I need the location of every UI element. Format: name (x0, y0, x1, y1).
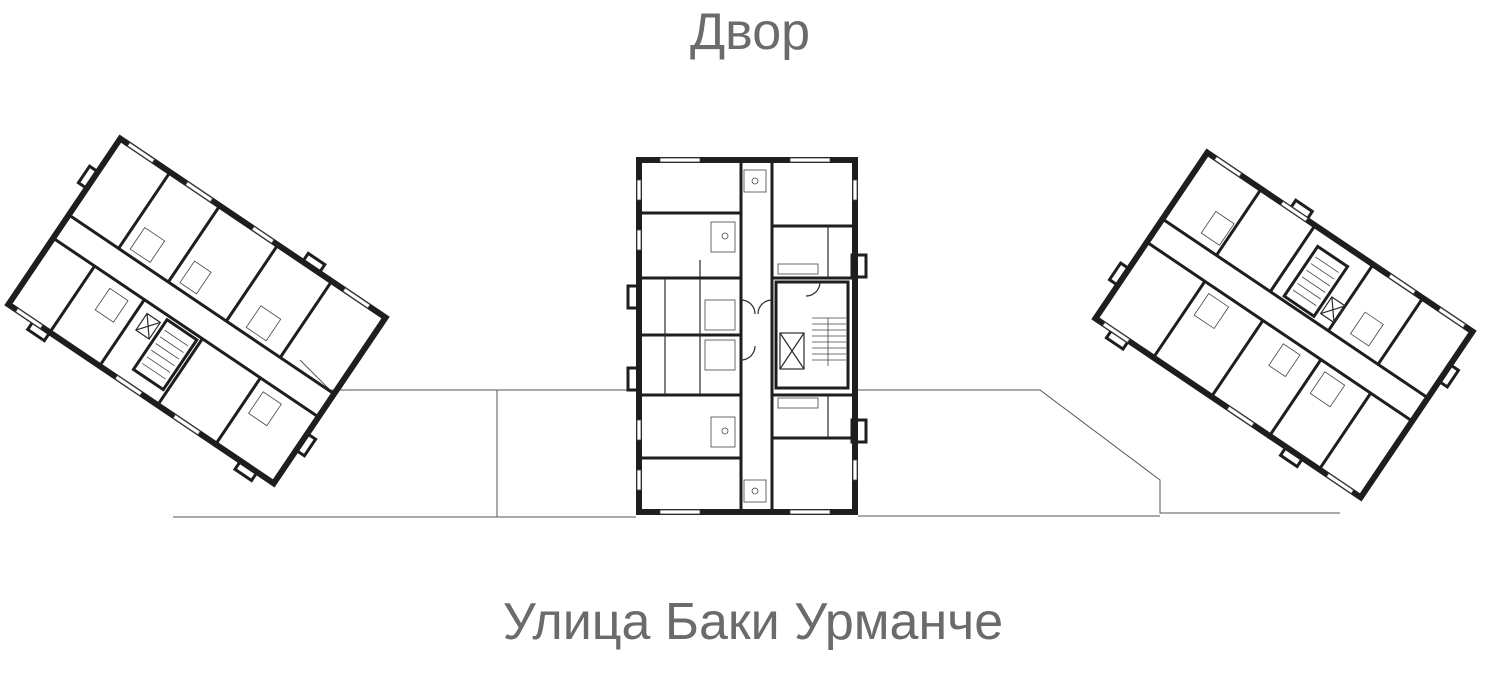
site-outline (173, 359, 1340, 518)
courtyard-label: Двор (689, 3, 811, 61)
right-building (1091, 148, 1477, 502)
left-building (4, 134, 390, 488)
street-label: Улица Баки Урманче (502, 593, 1004, 651)
central-building (626, 157, 868, 515)
